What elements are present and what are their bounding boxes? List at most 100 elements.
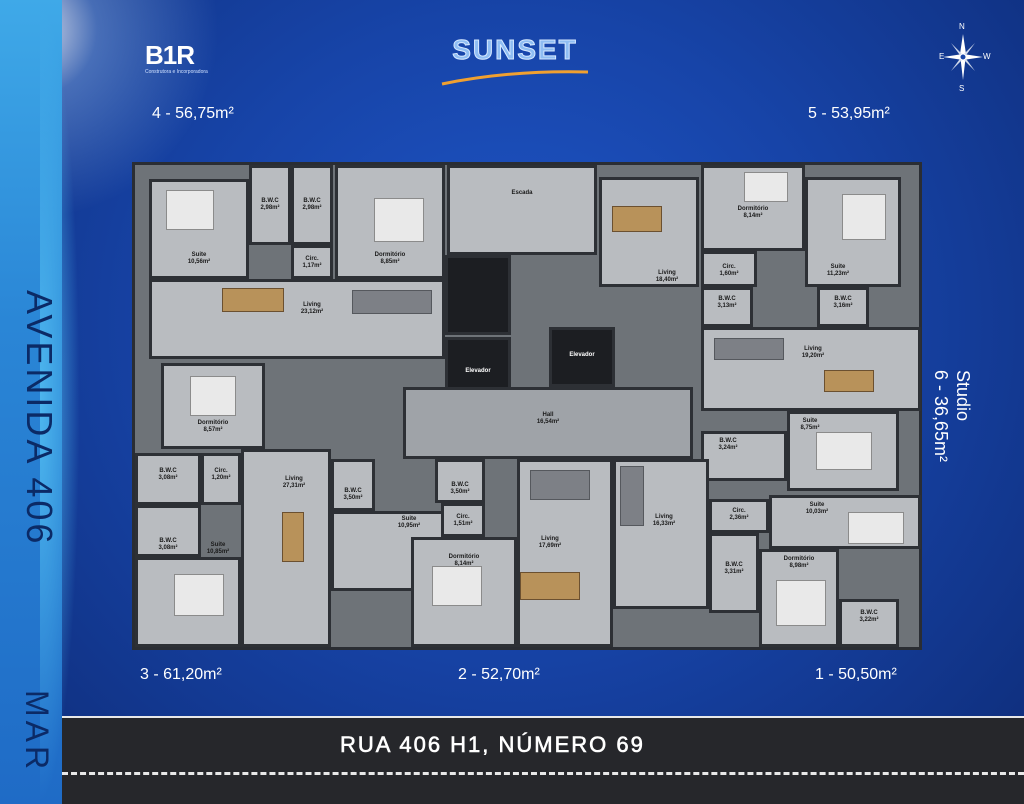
dining-table bbox=[612, 206, 662, 232]
room-label: B.W.C 3,50m² bbox=[343, 488, 363, 501]
room-label: Suite 10,95m² bbox=[397, 516, 421, 529]
unit-1-label: 1 - 50,50m² bbox=[815, 666, 897, 683]
room-label: B.W.C 2,98m² bbox=[260, 198, 280, 211]
stair-room: Escada bbox=[447, 165, 597, 255]
room-label: Dormitório 8,85m² bbox=[374, 252, 406, 265]
u3-bwc-1: B.W.C 3,08m² bbox=[135, 453, 201, 505]
unit-5-label: 5 - 53,95m² bbox=[808, 105, 890, 122]
u1-living: Living 16,33m² bbox=[613, 459, 709, 609]
project-name: SUNSET bbox=[452, 34, 578, 66]
u1-circ: Circ. 2,36m² bbox=[709, 499, 769, 533]
sofa bbox=[352, 290, 432, 314]
bed bbox=[174, 574, 224, 616]
u1-dormitory: Dormitório 8,98m² bbox=[759, 549, 839, 647]
road-centerline bbox=[62, 772, 1024, 775]
room-label: B.W.C 3,13m² bbox=[717, 296, 737, 309]
road-edge bbox=[62, 716, 1024, 719]
u5-bwc-1: B.W.C 3,13m² bbox=[701, 287, 753, 327]
room-label: B.W.C 3,08m² bbox=[158, 538, 178, 551]
room-label: Circ. 1,51m² bbox=[453, 514, 473, 527]
room-label: Elevador bbox=[465, 368, 491, 374]
compass-rose: S E W N bbox=[935, 22, 991, 93]
room-label: Escada bbox=[511, 190, 533, 196]
dining-table bbox=[282, 512, 304, 562]
u3-suite: Suite 10,85m² bbox=[135, 542, 241, 647]
u3-living: Living 27,31m² bbox=[241, 449, 331, 647]
logo-text: B1R bbox=[145, 40, 195, 70]
room-label: Elevador bbox=[569, 352, 595, 358]
room-label: Living 27,31m² bbox=[282, 476, 306, 489]
room-label: Suite 10,03m² bbox=[805, 502, 829, 515]
u5-bwc-2: B.W.C 3,16m² bbox=[817, 287, 869, 327]
unit-3-label: 3 - 61,20m² bbox=[140, 666, 222, 683]
bed bbox=[842, 194, 886, 240]
room-label: Living 19,20m² bbox=[801, 346, 825, 359]
u3-bwc-2: B.W.C 3,08m² bbox=[135, 505, 201, 557]
sea-label: MAR bbox=[19, 690, 55, 774]
u6-bwc: B.W.C 3,24m² bbox=[701, 431, 787, 481]
room-label: B.W.C 2,98m² bbox=[302, 198, 322, 211]
road bbox=[62, 718, 1024, 804]
room-label: Hall 16,54m² bbox=[536, 412, 560, 425]
bed bbox=[744, 172, 788, 202]
room-label: Living 23,12m² bbox=[300, 302, 324, 315]
studio-6-label: Studio 6 - 36,65m² bbox=[930, 370, 974, 462]
room-label: Living 17,69m² bbox=[538, 536, 562, 549]
u2-bwc-1: B.W.C 3,50m² bbox=[331, 459, 375, 511]
bed bbox=[432, 566, 482, 606]
room-label: Circ. 2,36m² bbox=[729, 508, 749, 521]
room-label: Suite 11,23m² bbox=[826, 264, 850, 277]
u6-living: Living 19,20m² bbox=[701, 327, 921, 411]
bed bbox=[816, 432, 872, 470]
room-label: B.W.C 3,22m² bbox=[859, 610, 879, 623]
u6-suite: Suite 8,75m² bbox=[787, 411, 899, 491]
avenue-label: AVENIDA 406 bbox=[19, 290, 60, 547]
room-label: Circ. 1,17m² bbox=[302, 256, 322, 269]
logo-subtitle: Construtora e Incorporadora bbox=[145, 69, 208, 75]
brand-logo: B1R Construtora e Incorporadora bbox=[145, 40, 215, 76]
room-label: Dormitório 8,98m² bbox=[783, 556, 815, 569]
u4-circ: Circ. 1,17m² bbox=[291, 245, 333, 279]
compass-west: W bbox=[983, 52, 991, 61]
bed bbox=[848, 512, 904, 544]
u4-dormitory: Dormitório 8,85m² bbox=[335, 165, 445, 279]
u1-bwc-1: B.W.C 3,31m² bbox=[709, 533, 759, 613]
bed bbox=[166, 190, 214, 230]
u5-living: Living 18,40m² bbox=[599, 177, 699, 287]
compass-south: S bbox=[959, 84, 965, 93]
u5-dormitory: Dormitório 8,14m² bbox=[701, 165, 805, 251]
u2-circ: Circ. 1,51m² bbox=[441, 503, 485, 537]
u2-bwc-2: B.W.C 3,50m² bbox=[435, 459, 485, 503]
room-label: B.W.C 3,50m² bbox=[450, 482, 470, 495]
compass-east: E bbox=[939, 52, 945, 61]
room-label: Dormitório 8,14m² bbox=[737, 206, 769, 219]
road-name: RUA 406 H1, NÚMERO 69 bbox=[340, 732, 645, 758]
room-label: B.W.C 3,31m² bbox=[724, 562, 744, 575]
unit-2-label: 2 - 52,70m² bbox=[458, 666, 540, 683]
u2-living: Living 17,69m² bbox=[517, 459, 613, 647]
room-label: Suite 8,75m² bbox=[800, 418, 820, 431]
u4-bwc-1: B.W.C 2,98m² bbox=[249, 165, 291, 245]
room-label: Suite 10,85m² bbox=[206, 542, 230, 555]
dining-table bbox=[824, 370, 874, 392]
sunset-swoosh-icon bbox=[441, 70, 589, 86]
u1-suite: Suite 10,03m² bbox=[769, 495, 921, 549]
u4-bwc-2: B.W.C 2,98m² bbox=[291, 165, 333, 245]
u4-living: Living 23,12m² bbox=[149, 279, 445, 359]
room-label: Dormitório 8,14m² bbox=[448, 554, 480, 567]
room-label: Circ. 1,20m² bbox=[211, 468, 231, 481]
bed bbox=[374, 198, 424, 242]
sofa bbox=[620, 466, 644, 526]
dining-table bbox=[222, 288, 284, 312]
room-label: Circ. 1,60m² bbox=[719, 264, 739, 277]
shaft bbox=[445, 255, 511, 335]
room-label: Living 16,33m² bbox=[652, 514, 676, 527]
room-label: B.W.C 3,16m² bbox=[833, 296, 853, 309]
room-label: B.W.C 3,08m² bbox=[158, 468, 178, 481]
project-title: SUNSET bbox=[440, 34, 590, 94]
side-wave bbox=[40, 0, 80, 804]
u3-dormitory: Dormitório 8,57m² bbox=[161, 363, 265, 449]
compass-north: N bbox=[959, 22, 965, 31]
room-label: Living 18,40m² bbox=[655, 270, 679, 283]
compass-star-icon bbox=[943, 34, 983, 80]
